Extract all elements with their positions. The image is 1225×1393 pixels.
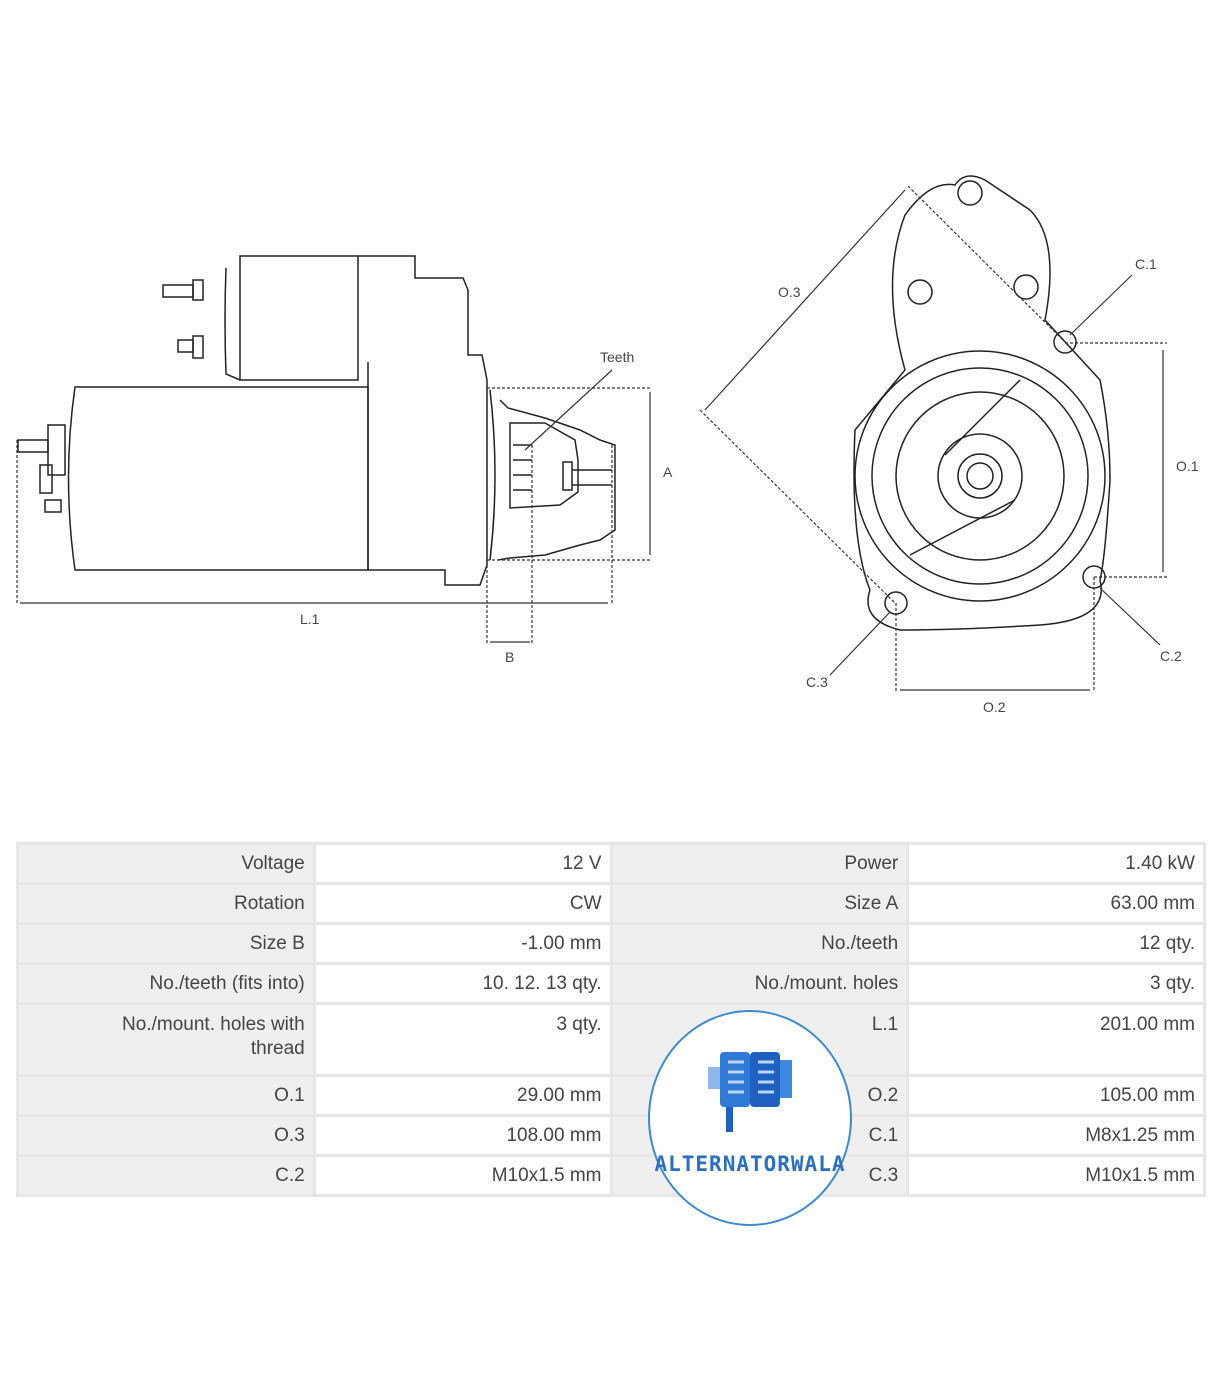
spec-key: O.3	[16, 1114, 316, 1157]
starter-motor-drawing: Teeth A B L.1 O.1 O.2 O.3 C.1 C.2 C.3	[16, 175, 1199, 715]
logo-text: ALTERNATORWALA	[654, 1152, 846, 1176]
spec-value: 3 qty.	[312, 1002, 613, 1077]
o2-label: O.2	[983, 699, 1006, 715]
front-view	[853, 175, 1111, 631]
spec-value: 12 qty.	[906, 922, 1206, 965]
o3-label: O.3	[778, 284, 801, 300]
size-a-label: A	[663, 464, 673, 480]
spec-key: Voltage	[16, 842, 316, 885]
spec-value: 10. 12. 13 qty.	[312, 962, 613, 1005]
size-b-label: B	[505, 649, 514, 665]
spec-value: CW	[312, 882, 613, 925]
spec-key: No./mount. holes with thread	[16, 1002, 316, 1077]
spec-key: C.2	[16, 1154, 316, 1197]
spec-key: No./mount. holes	[609, 962, 910, 1005]
spec-key: No./teeth	[609, 922, 910, 965]
spec-value: -1.00 mm	[312, 922, 613, 965]
alternator-icon	[708, 1052, 792, 1132]
c2-label: C.2	[1160, 648, 1182, 664]
spec-value: M10x1.5 mm	[312, 1154, 613, 1197]
spec-value: 29.00 mm	[312, 1074, 613, 1117]
spec-value: M10x1.5 mm	[906, 1154, 1206, 1197]
spec-value: M8x1.25 mm	[906, 1114, 1206, 1157]
spec-key: No./teeth (fits into)	[16, 962, 316, 1005]
spec-value: 201.00 mm	[906, 1002, 1206, 1077]
l1-label: L.1	[300, 611, 320, 627]
alternatorwala-logo: ALTERNATORWALA	[648, 1010, 852, 1226]
c1-label: C.1	[1135, 256, 1157, 272]
side-view-dimensions	[16, 387, 650, 645]
o1-label: O.1	[1176, 458, 1199, 474]
spec-value: 108.00 mm	[312, 1114, 613, 1157]
spec-key: Power	[609, 842, 910, 885]
spec-value: 1.40 kW	[906, 842, 1206, 885]
spec-value: 63.00 mm	[906, 882, 1206, 925]
spec-key: Size A	[609, 882, 910, 925]
spec-value: 105.00 mm	[906, 1074, 1206, 1117]
spec-value: 3 qty.	[906, 962, 1206, 1005]
side-view	[17, 255, 616, 586]
table-row: No./teeth (fits into)10. 12. 13 qty.No./…	[16, 962, 1206, 1005]
spec-value: 12 V	[312, 842, 613, 885]
teeth-label: Teeth	[600, 349, 634, 365]
spec-key: Rotation	[16, 882, 316, 925]
spec-key: Size B	[16, 922, 316, 965]
spec-key: O.1	[16, 1074, 316, 1117]
c3-label: C.3	[806, 674, 828, 690]
